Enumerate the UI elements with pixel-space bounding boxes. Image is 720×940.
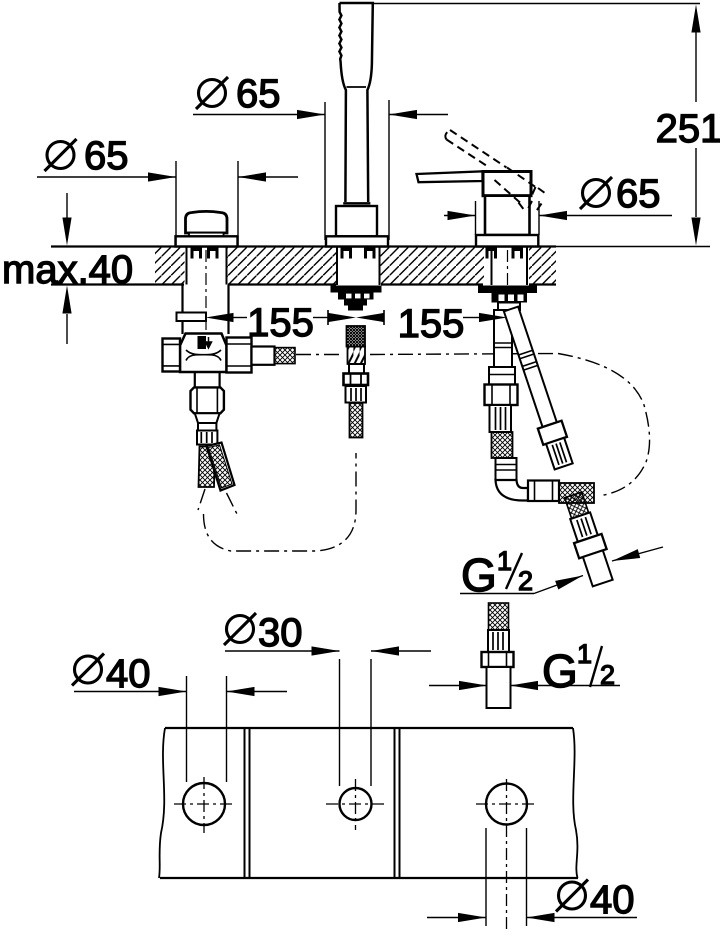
label-dia65-hand-shower: 65 (236, 72, 281, 116)
valve-knob (184, 210, 229, 235)
valve-escutcheon (174, 235, 239, 248)
label-max40: max.40 (2, 248, 133, 292)
dimension-dia40-left: 40 (70, 651, 287, 782)
diameter-symbol (580, 177, 612, 209)
hose-stub-centerline (197, 488, 206, 511)
fraction-slash (504, 552, 524, 590)
diameter-symbol (72, 654, 104, 685)
hand-shower (324, 1, 390, 439)
label-dia40-right: 40 (590, 878, 635, 922)
dimension-dia30-middle: 30 (222, 610, 431, 786)
threaded-stub (345, 325, 366, 348)
dimension-g-half-side: G 1 2 (460, 545, 664, 602)
mixer-hose-vertical (483, 309, 595, 504)
hand-shower-escutcheon (324, 235, 390, 248)
mixer-hose-angled (502, 305, 614, 588)
label-dia40-left: 40 (106, 652, 151, 696)
mixer-escutcheon (474, 233, 540, 248)
braided-hose-b (207, 444, 233, 489)
label-g-half-side-denominator: 2 (518, 566, 533, 596)
hand-shower-head-right (339, 1, 375, 203)
diameter-symbol (556, 880, 588, 911)
label-dia65-valve: 65 (84, 134, 129, 178)
label-dia65-mixer: 65 (616, 172, 661, 216)
fraction-slash (588, 645, 604, 688)
hand-shower-grip (338, 2, 348, 203)
mixer-body (483, 194, 531, 237)
label-155-right: 155 (398, 302, 465, 346)
coil-section (346, 345, 366, 365)
diameter-symbol (196, 77, 228, 109)
dimension-max40-deck: max.40 (1, 193, 134, 344)
mixer-lever (415, 170, 484, 184)
diameter-symbol (224, 613, 256, 645)
g-half-tube (581, 549, 614, 588)
mounting-bolts-center (340, 247, 376, 259)
label-g-half-plan-denominator: 2 (600, 660, 615, 690)
label-155-left: 155 (247, 301, 314, 345)
valve-collar (175, 311, 207, 322)
plan-hose-g-half (480, 602, 515, 709)
braided-hose-shower (348, 402, 364, 439)
dimensions-side-view: 65 65 65 (1, 2, 720, 602)
dimension-dia65-hand-shower: 65 (193, 71, 448, 240)
lever-phantom-position (444, 129, 547, 214)
dimension-dia65-mixer: 65 (444, 171, 672, 235)
dimension-155-spacing: 155 155 (205, 300, 507, 347)
diameter-symbol (45, 139, 76, 171)
braided-hose-stub (273, 346, 296, 365)
dimension-dia40-right: 40 (427, 828, 637, 926)
label-g-half-side-numerator: 1 (497, 546, 512, 576)
plan-break-right (572, 727, 579, 879)
shut-off-valve (161, 210, 296, 492)
dimension-g-half-plan: G 1 2 (429, 638, 620, 698)
dimension-251-height: 251 (374, 2, 720, 246)
hole-centerlines (174, 777, 537, 930)
hose-loop-right (557, 352, 651, 497)
single-lever-mixer (415, 129, 614, 588)
hand-shower-holder (334, 204, 379, 238)
mounting-bolts-left (190, 247, 219, 259)
deck-cross-section (51, 245, 710, 286)
plan-break-left (158, 727, 166, 879)
dimensions-plan-view: 40 30 40 (70, 610, 637, 926)
plan-view (158, 602, 579, 930)
label-g-half-plan-numerator: 1 (577, 639, 592, 669)
hose-elbow (494, 478, 530, 502)
label-dia30-middle: 30 (258, 611, 303, 655)
label-251: 251 (656, 107, 720, 151)
dimension-dia65-valve: 65 (37, 133, 298, 245)
label-g-half-plan-prefix: G (542, 645, 578, 697)
